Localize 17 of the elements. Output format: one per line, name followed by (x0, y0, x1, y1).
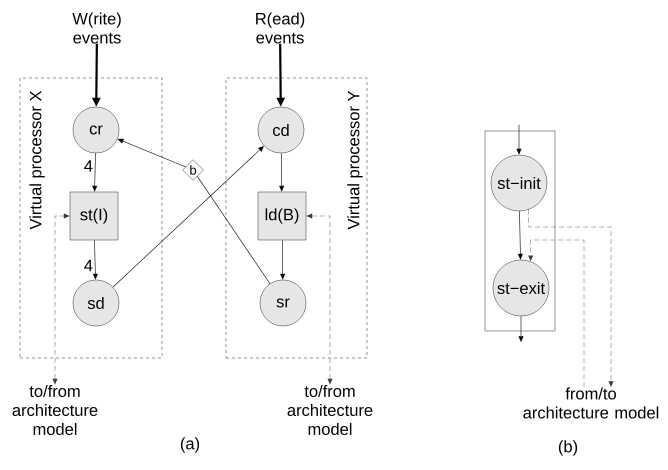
panel-label: (b) (558, 440, 578, 456)
note-text: from/to architecture model (523, 387, 658, 419)
note-text: to/from architecture model (288, 384, 372, 436)
process-box: st(I) (70, 192, 118, 240)
edge-label: 4 (84, 260, 92, 272)
dashed-arrow (528, 240, 584, 388)
container-box (484, 130, 556, 332)
panel-label: (a) (180, 437, 200, 453)
connector-line (196, 176, 270, 284)
note-text: to/from architecture model (12, 384, 98, 436)
dashed-arrow (52, 214, 70, 384)
dashed-arrow (306, 214, 332, 384)
edge-label: 4 (84, 160, 92, 172)
dashed-arrow (528, 209, 614, 387)
process-box: ld(B) (258, 192, 306, 240)
title-text: W(rite) events (72, 12, 121, 44)
title-text: R(ead) events (256, 12, 304, 44)
